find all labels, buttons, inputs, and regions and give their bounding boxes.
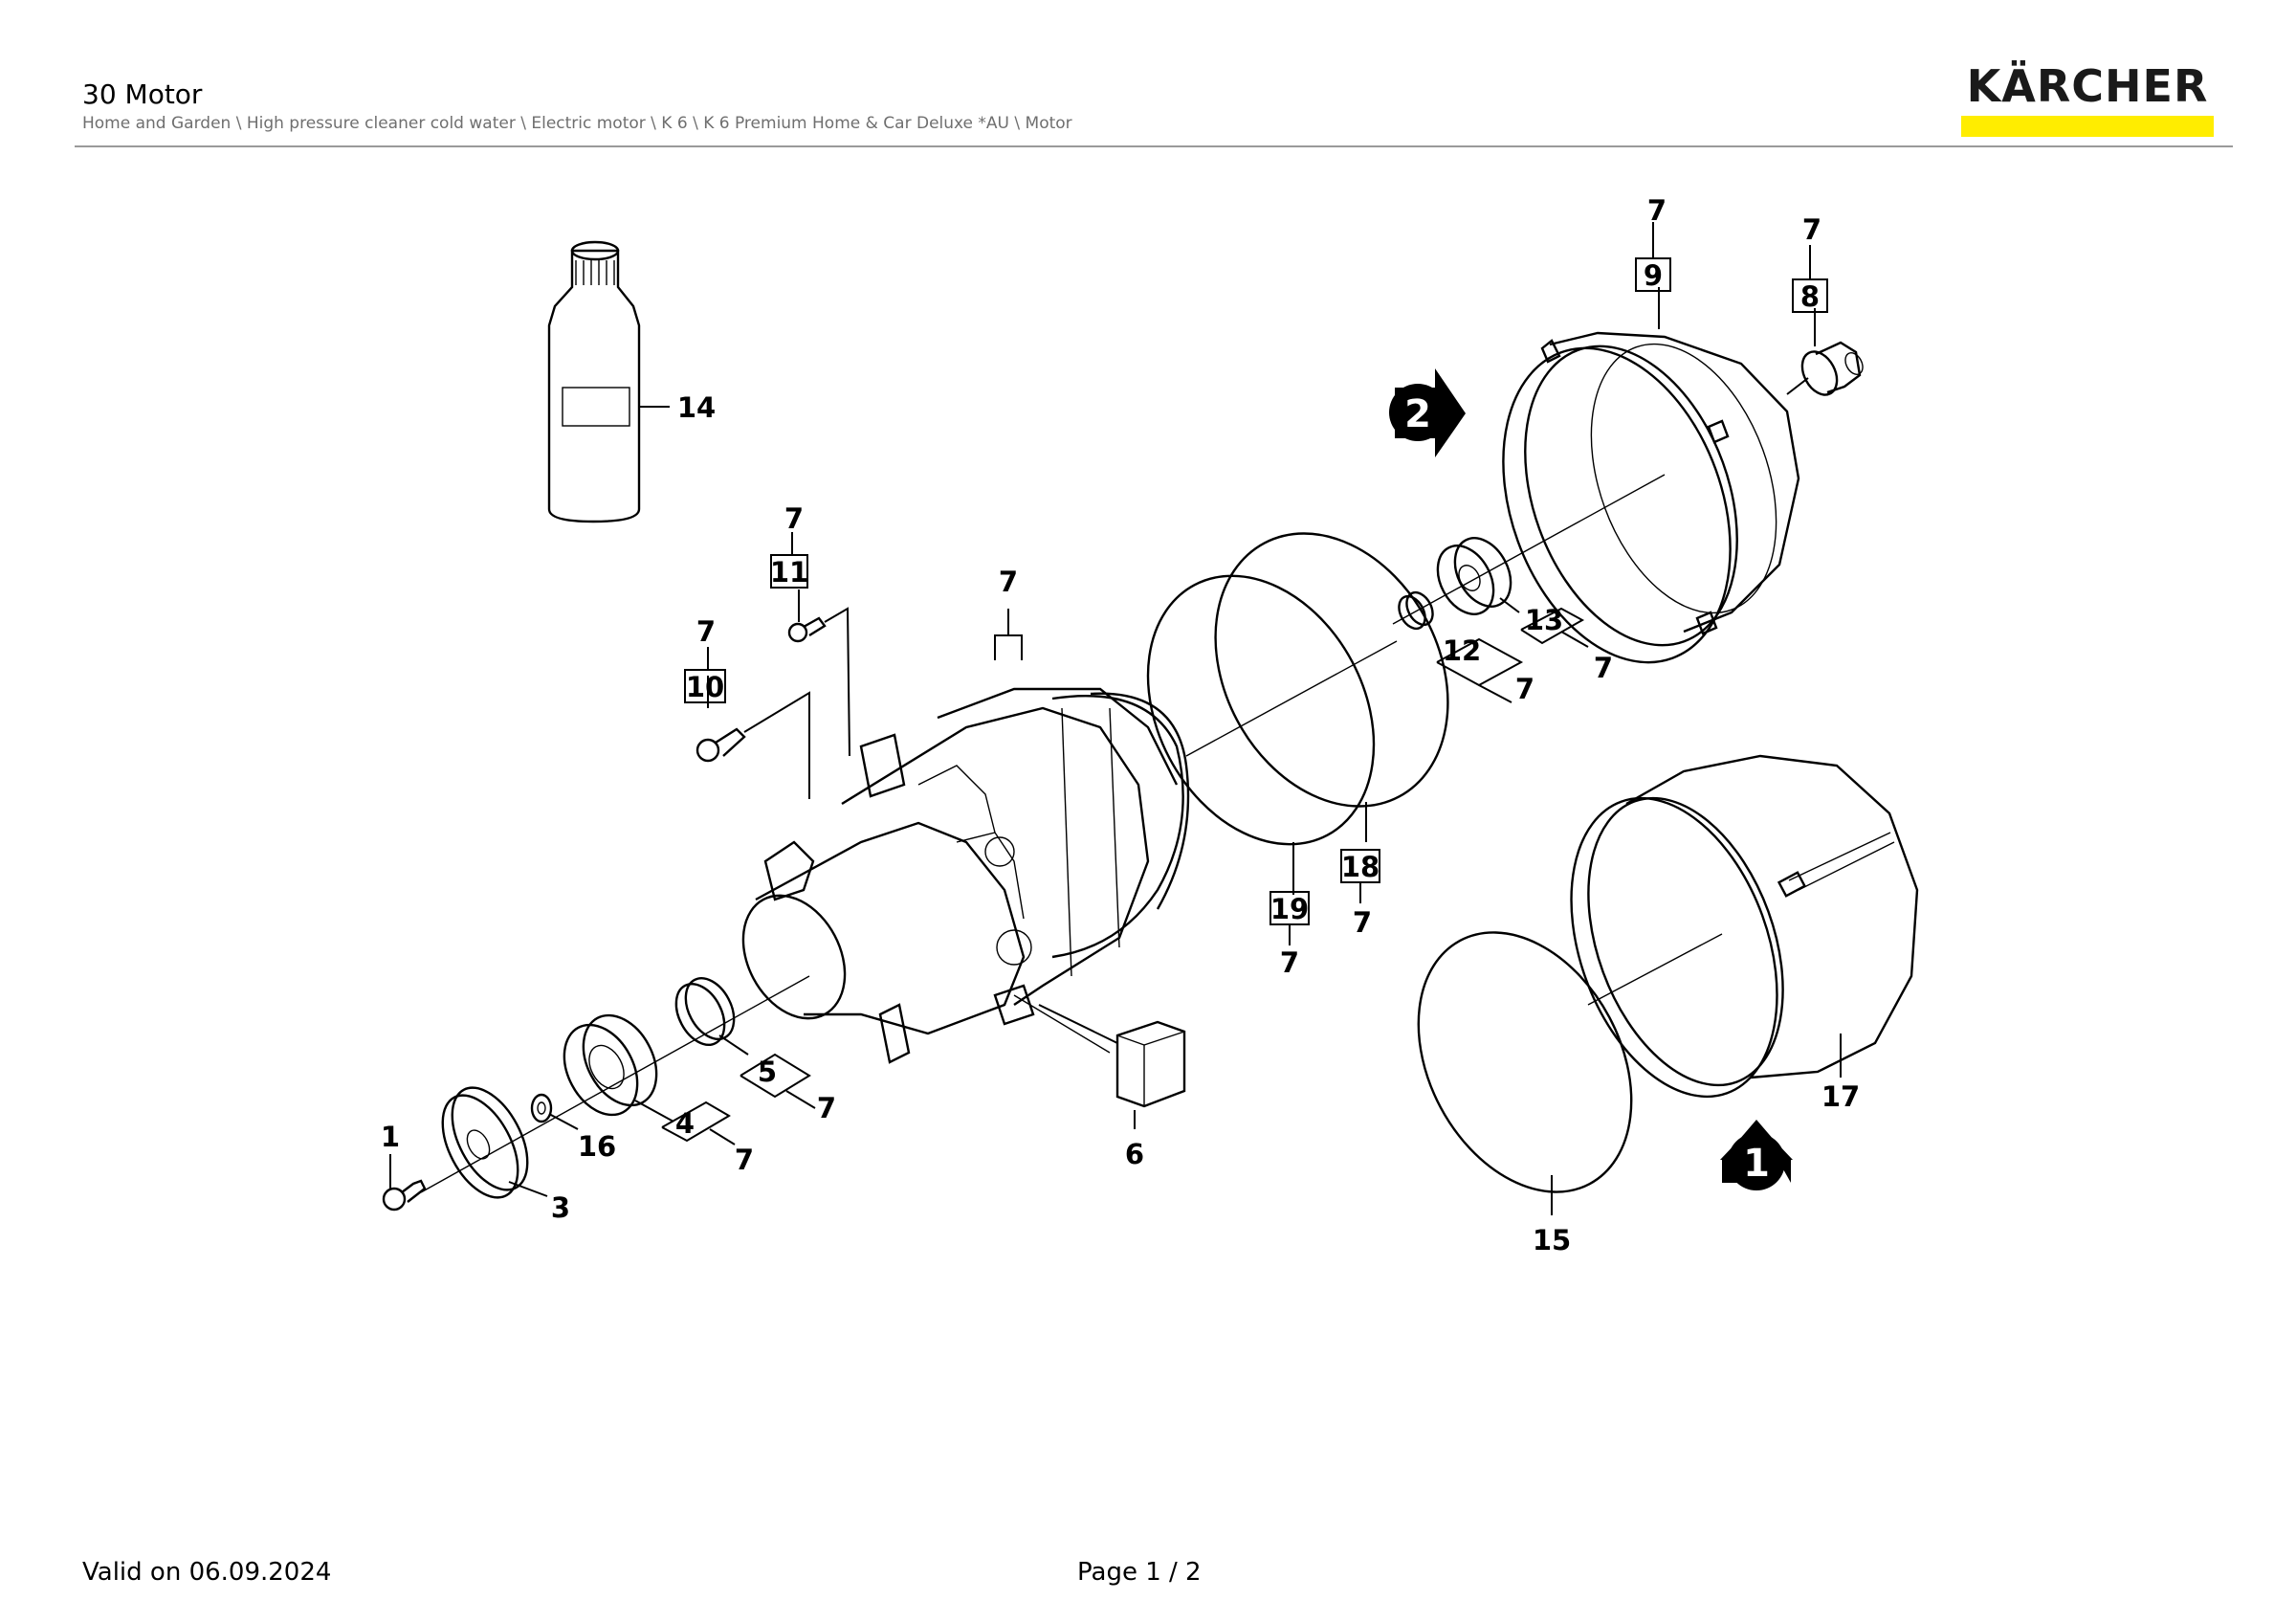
callout-motor-bracket [994, 634, 1023, 660]
validity-date: Valid on 06.09.2024 [82, 1558, 332, 1587]
part-16-washer [530, 1093, 579, 1130]
part-13-ball-bearing [1436, 537, 1520, 615]
part-3-cover-disc [441, 1086, 548, 1199]
kit-7-link-4b [709, 1128, 736, 1145]
kit-7-label: 7 [999, 566, 1018, 598]
part-5-seal-ring [674, 977, 749, 1056]
callout-8: 8 [1800, 280, 1820, 313]
kit-7-link-13 [1520, 607, 1585, 645]
kit-7-label: 7 [1594, 652, 1613, 684]
motor-housing [741, 687, 1190, 1064]
part-1-screw [382, 1154, 427, 1212]
kit-7-label: 7 [735, 1144, 754, 1176]
part-8-bushing [1786, 308, 1864, 396]
kit-7-label: 7 [784, 502, 804, 535]
callout-10: 10 [686, 671, 724, 703]
marker-2-label: 2 [1404, 392, 1431, 436]
callout-14: 14 [677, 391, 716, 424]
callout-11-box [770, 554, 808, 589]
brand-logo-bar [1961, 116, 2214, 137]
callout-12: 12 [1443, 634, 1481, 667]
kit-7-label: 7 [1647, 194, 1667, 227]
mid-axis-line [1185, 640, 1398, 757]
part-15-o-ring [1417, 931, 1633, 1215]
kit-7-label: 7 [1280, 946, 1299, 979]
part-11-screw [787, 589, 850, 757]
kit-7-label: 7 [817, 1092, 836, 1124]
callout-16: 16 [578, 1130, 616, 1163]
kit-7-link-5b [785, 1090, 816, 1109]
callout-11: 11 [770, 556, 808, 589]
breadcrumb: Home and Garden \ High pressure cleaner … [82, 114, 1072, 133]
callout-17: 17 [1821, 1080, 1860, 1113]
part-18-o-ring [1214, 532, 1449, 842]
kit-7-label: 7 [696, 615, 716, 648]
callout-10-box [684, 669, 726, 703]
kit-7-link-12b [1478, 684, 1512, 703]
rear-axis-line [1392, 474, 1666, 625]
kit-7-label: 7 [1515, 673, 1534, 705]
kit-7-link-12 [1436, 637, 1524, 687]
marker-1-label: 1 [1743, 1142, 1770, 1186]
kit-7-label: 7 [1353, 906, 1372, 939]
callout-9: 9 [1644, 259, 1663, 292]
kit-7-link-5 [740, 1053, 811, 1099]
header-divider [75, 145, 2233, 147]
part-12-shaft-ring [1398, 590, 1434, 631]
callout-18: 18 [1341, 851, 1380, 883]
part-17-rear-cover [1570, 754, 1919, 1099]
marker-1-arrow: 1 [1720, 1120, 1793, 1190]
callout-6: 6 [1125, 1138, 1144, 1170]
kit-7-link-13b [1560, 631, 1589, 648]
callout-19: 19 [1270, 893, 1309, 925]
part-4-ball-bearing [563, 1013, 674, 1123]
part-6-brush-block [1038, 1004, 1186, 1129]
callout-15: 15 [1533, 1224, 1571, 1256]
part-9-rear-housing [1502, 287, 1800, 664]
brand-logo-text: KÄRCHER [1966, 60, 2209, 112]
front-axis-line [420, 975, 810, 1193]
page-title: 30 Motor [82, 78, 203, 110]
page-number: Page 1 / 2 [1077, 1558, 1202, 1587]
callout-13: 13 [1525, 604, 1563, 636]
callout-5: 5 [758, 1056, 777, 1088]
callout-3: 3 [551, 1191, 570, 1224]
marker-2-arrow: 2 [1389, 368, 1466, 457]
part-14-oil-bottle [547, 240, 670, 523]
kit-7-label: 7 [1802, 213, 1821, 246]
callout-4: 4 [675, 1107, 695, 1140]
callout-1: 1 [381, 1121, 400, 1153]
kit-7-link-4 [661, 1101, 731, 1143]
part-19-o-ring [1146, 574, 1376, 895]
brand-logo: KÄRCHER [1959, 57, 2216, 138]
